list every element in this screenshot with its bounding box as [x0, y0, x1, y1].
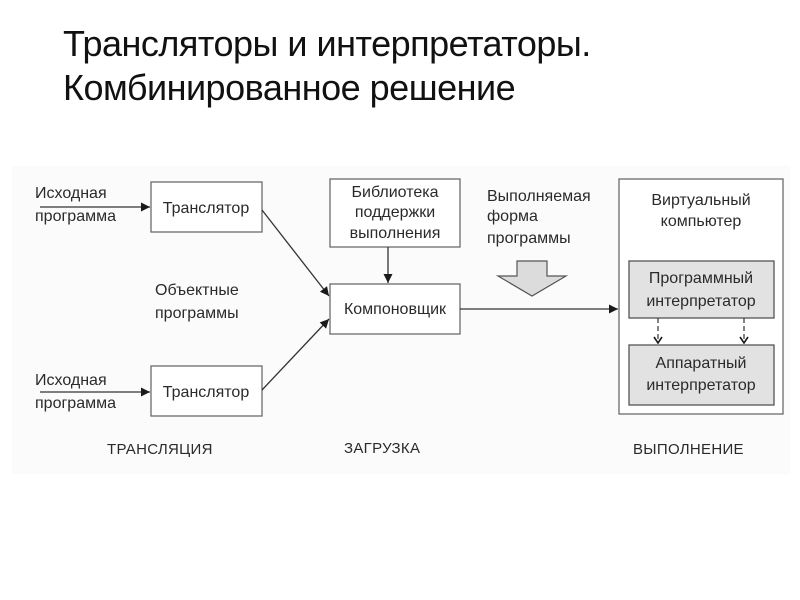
software-interpreter-box: Программный интерпретатор	[628, 260, 775, 319]
block-down-arrow-icon	[495, 260, 569, 297]
translator-top-label: Транслятор	[163, 200, 250, 217]
translator-bottom-box: Транслятор	[150, 365, 263, 417]
runtime-library-box: Библиотека поддержки выполнения	[329, 178, 461, 248]
object-programs-line-1: Объектные	[155, 282, 239, 299]
translator-bottom-label: Транслятор	[163, 384, 250, 401]
library-line-2: поддержки	[355, 204, 435, 221]
source-program-bottom-line-1: Исходная	[35, 372, 107, 389]
executable-form-line-3: программы	[487, 230, 571, 247]
library-line-1: Библиотека	[352, 184, 439, 201]
executable-form-line-1: Выполняемая	[487, 188, 591, 205]
executable-form-label: Выполняемая форма программы	[487, 188, 591, 247]
source-program-top-line-1: Исходная	[35, 185, 107, 202]
source-program-bottom: Исходная программа	[35, 372, 116, 412]
source-program-bottom-line-2: программа	[35, 395, 116, 412]
library-line-3: выполнения	[350, 225, 441, 242]
slide-title-line-2: Комбинированное решение	[63, 67, 516, 108]
slide-title-line-1: Трансляторы и интерпретаторы.	[63, 23, 591, 64]
hardware-interpreter-line-2: интерпретатор	[646, 377, 755, 394]
source-program-top-line-2: программа	[35, 208, 116, 225]
source-program-top: Исходная программа	[35, 185, 116, 225]
section-label-translation: ТРАНСЛЯЦИЯ	[107, 441, 213, 458]
executable-form-line-2: форма	[487, 208, 538, 225]
section-label-execution: ВЫПОЛНЕНИЕ	[633, 441, 744, 458]
object-programs-line-2: программы	[155, 305, 239, 322]
hardware-interpreter-line-1: Аппаратный	[656, 355, 747, 372]
translator-top-box: Транслятор	[150, 181, 263, 233]
linker-label: Компоновщик	[344, 301, 447, 318]
slide-title: Трансляторы и интерпретаторы. Комбиниров…	[63, 22, 591, 110]
arrow-translator-top-to-linker	[261, 209, 330, 297]
software-interpreter-line-1: Программный	[649, 270, 753, 287]
virtual-computer-line-1: Виртуальный	[651, 192, 750, 209]
object-programs-label: Объектные программы	[155, 282, 239, 322]
section-label-loading: ЗАГРУЗКА	[344, 440, 420, 457]
hardware-interpreter-box: Аппаратный интерпретатор	[628, 344, 775, 406]
software-interpreter-line-2: интерпретатор	[646, 293, 755, 310]
linker-box: Компоновщик	[329, 283, 461, 335]
arrow-translator-bottom-to-linker	[261, 318, 330, 391]
virtual-computer-line-2: компьютер	[661, 213, 742, 230]
